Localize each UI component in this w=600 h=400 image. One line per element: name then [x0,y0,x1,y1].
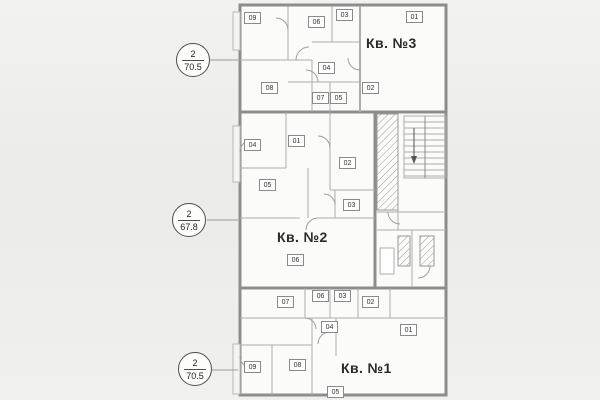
marker-room-count: 2 [186,208,192,219]
marker-room-count: 2 [192,357,198,368]
balconies [232,11,241,395]
area-marker: 2 70.5 [176,43,210,77]
apartment-label: Кв. №1 [341,360,392,376]
room-tag: 03 [334,290,351,302]
room-tag: 08 [261,82,278,94]
room-tag: 09 [244,361,261,373]
room-tag: 07 [312,92,329,104]
stair-direction-arrow [411,128,417,164]
room-tag: 04 [318,62,335,74]
apartment-label: Кв. №2 [277,229,328,245]
marker-room-count: 2 [190,48,196,59]
room-tag: 06 [287,254,304,266]
unit-divider-walls [240,110,446,290]
marker-area-value: 70.5 [184,61,202,72]
room-tag: 02 [339,157,356,169]
marker-area-value: 70.5 [186,370,204,381]
room-tag: 06 [312,290,329,302]
marker-leader-lines [207,59,238,371]
room-tag: 05 [259,179,276,191]
room-tag: 03 [343,199,360,211]
staircase [403,115,447,179]
room-tag: 04 [244,139,261,151]
room-tag: 01 [288,135,305,147]
marker-area-value: 67.8 [180,221,198,232]
apartment-label: Кв. №3 [366,35,417,51]
room-tag: 01 [400,324,417,336]
room-tag: 06 [308,16,325,28]
room-tag: 04 [321,321,338,333]
door-arcs [239,17,431,369]
room-tag: 05 [330,92,347,104]
room-tag: 07 [277,296,294,308]
room-tag: 05 [327,386,344,398]
elevator-shaft [376,113,399,211]
area-marker: 2 67.8 [172,203,206,237]
room-tag: 02 [362,82,379,94]
marker-divider [182,59,204,61]
marker-divider [178,219,200,221]
room-tag: 02 [362,296,379,308]
area-marker: 2 70.5 [178,352,212,386]
room-tag: 01 [406,11,423,23]
room-tag: 09 [244,12,261,24]
room-tag: 03 [336,9,353,21]
room-tag: 08 [289,359,306,371]
service-shafts [379,235,435,275]
marker-divider [184,368,206,370]
